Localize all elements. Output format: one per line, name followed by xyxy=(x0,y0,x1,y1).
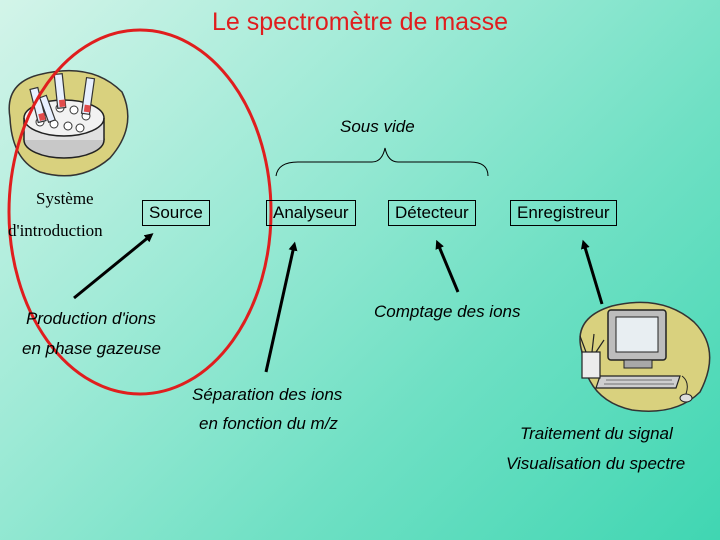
detector-box: Détecteur xyxy=(388,200,476,226)
intro-system-label-line2: d'introduction xyxy=(8,221,103,240)
production-note-line1: Production d'ions xyxy=(26,309,156,328)
recorder-box: Enregistreur xyxy=(510,200,617,226)
computer-icon xyxy=(579,301,711,412)
arrow-production-to-source xyxy=(73,233,154,300)
intro-system-label-line1: Système xyxy=(36,189,94,208)
vacuum-brace xyxy=(275,147,489,177)
processing-note-line1: Traitement du signal xyxy=(520,424,673,443)
arrow-separation-to-analyser xyxy=(264,241,298,373)
separation-note-line1: Séparation des ions xyxy=(192,385,343,404)
separation-note-line2: en fonction du m/z xyxy=(199,414,338,433)
page-title: Le spectromètre de masse xyxy=(212,8,508,36)
arrow-processing-to-recorder xyxy=(580,239,604,305)
source-box: Source xyxy=(142,200,210,226)
introduction-source-ellipse xyxy=(7,28,273,396)
analyser-box: Analyseur xyxy=(266,200,356,226)
production-note-line2: en phase gazeuse xyxy=(22,339,161,358)
arrow-counting-to-detector xyxy=(435,239,460,293)
counting-note: Comptage des ions xyxy=(374,302,521,321)
processing-note-line2: Visualisation du spectre xyxy=(506,454,686,473)
sample-tray-icon xyxy=(8,69,129,177)
vacuum-label: Sous vide xyxy=(340,117,415,136)
